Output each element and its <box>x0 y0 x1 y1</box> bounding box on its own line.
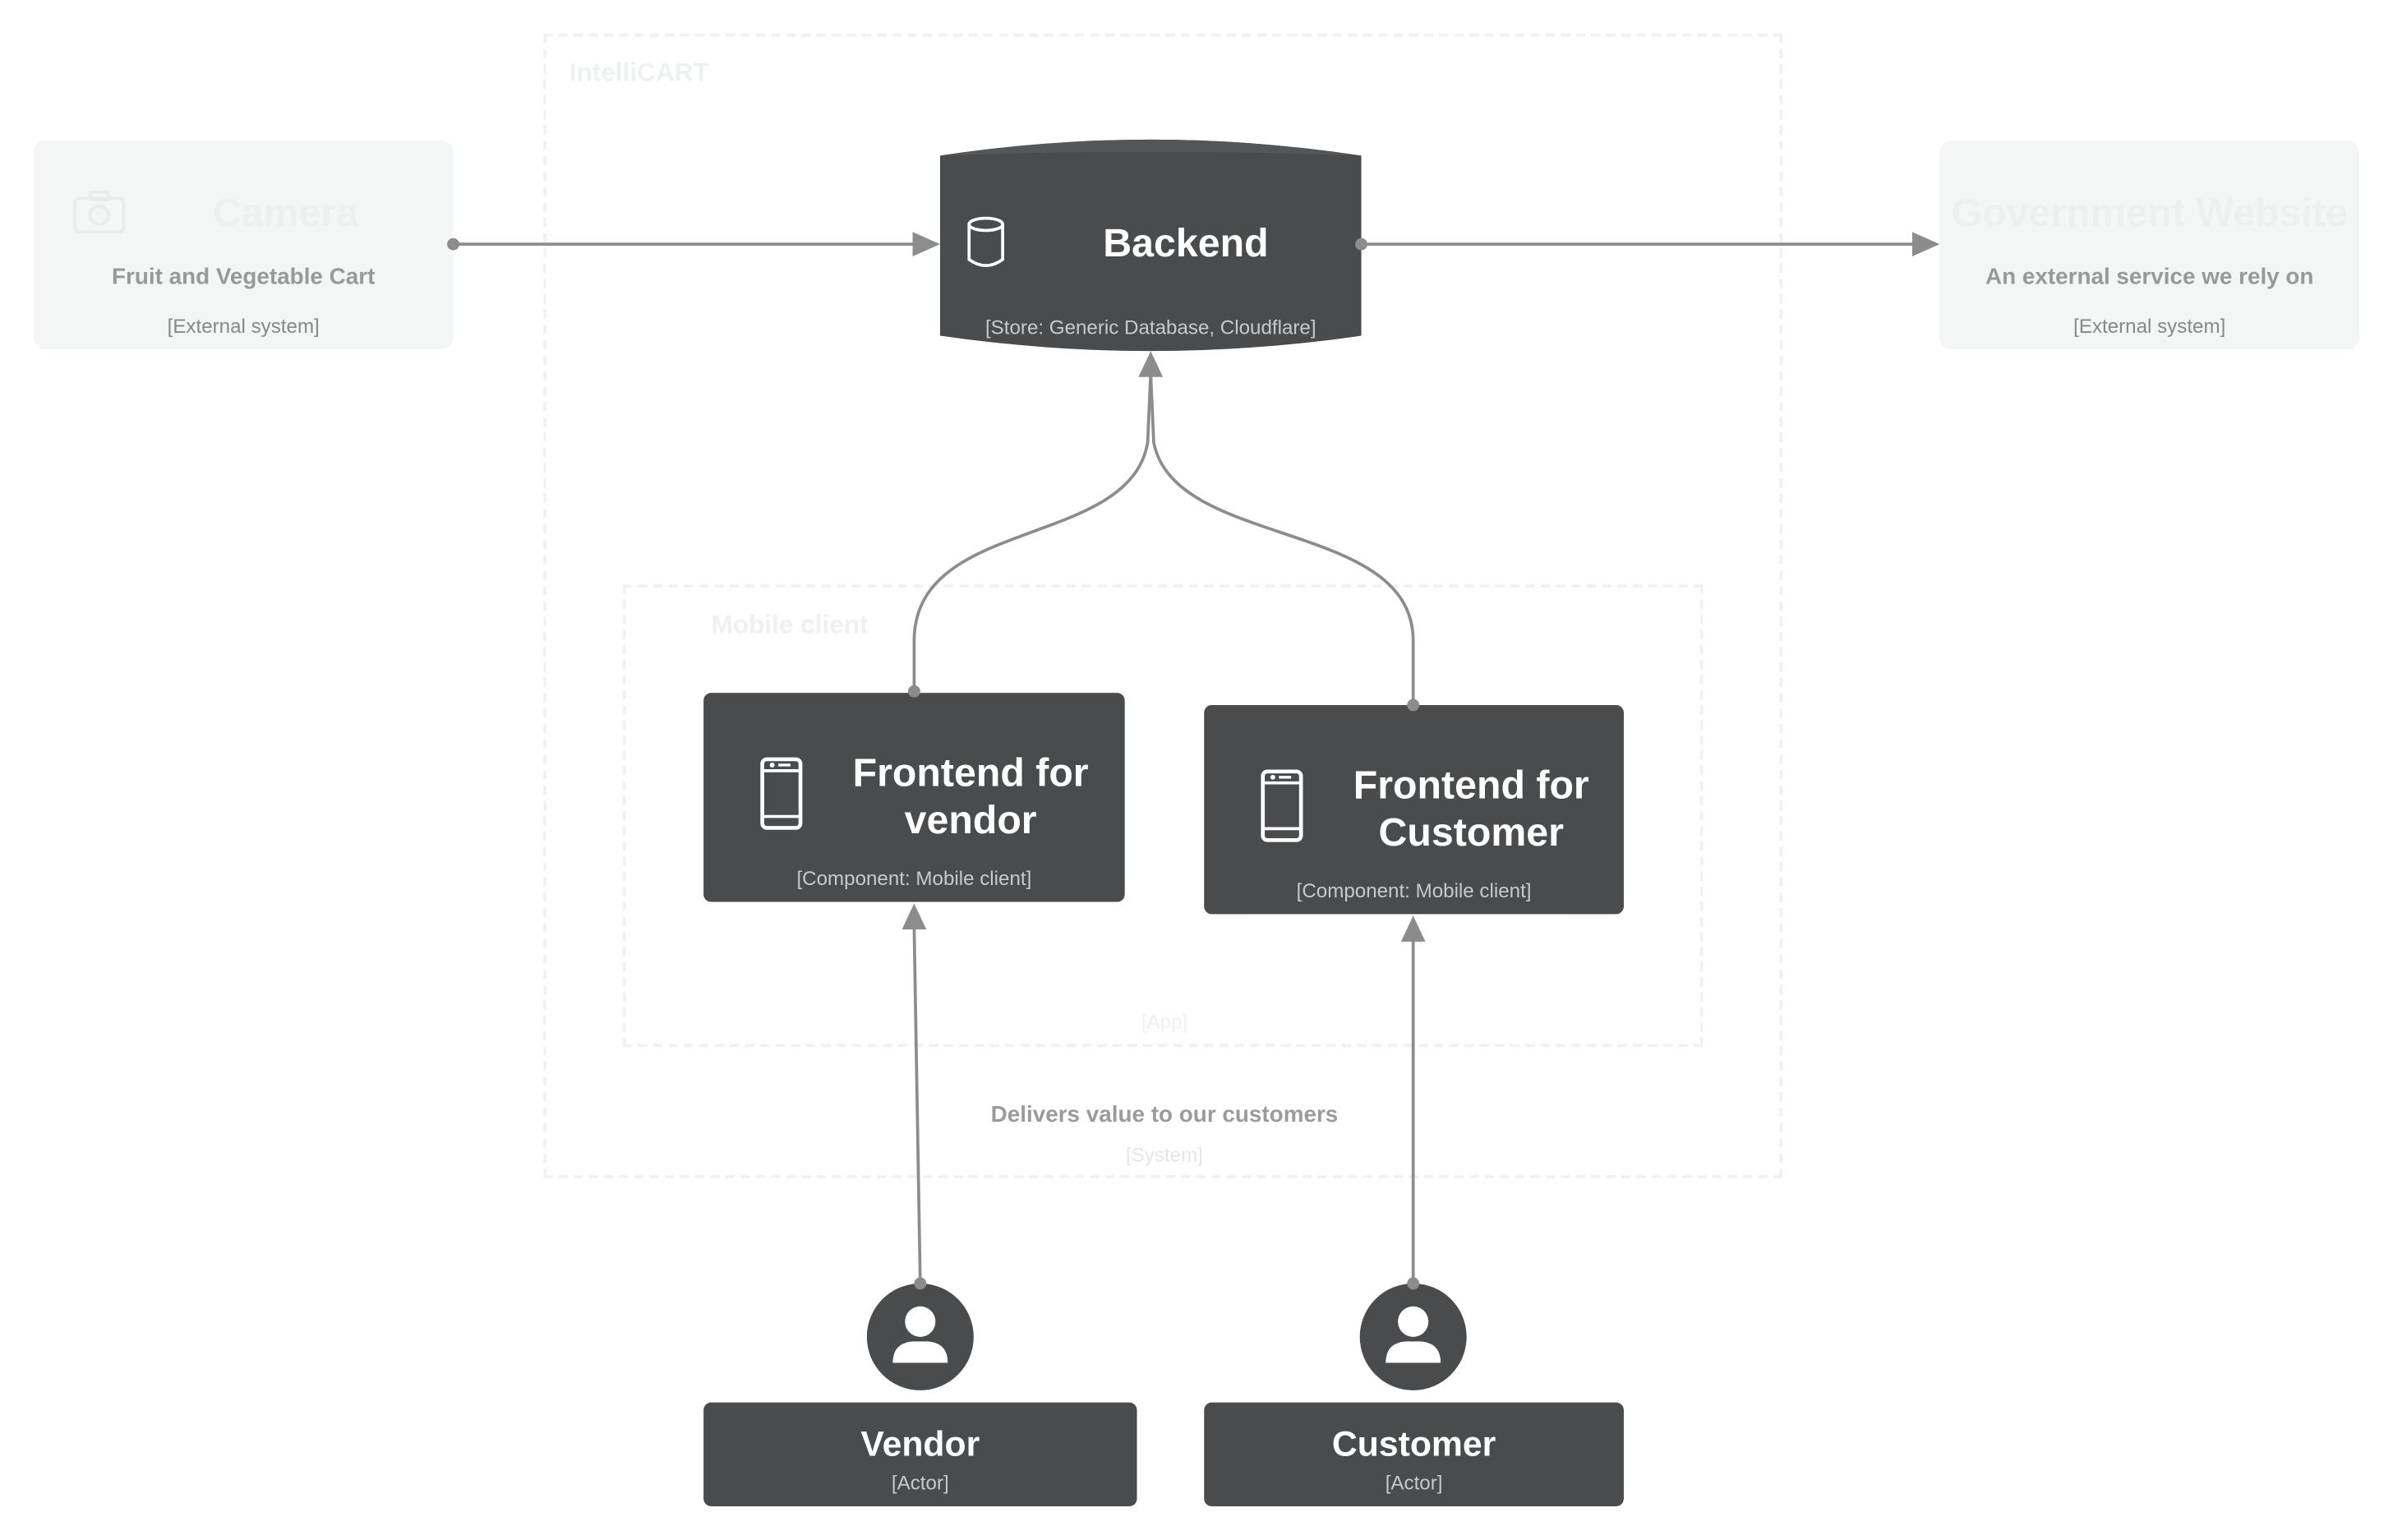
customer-title: Customer <box>1331 1423 1496 1464</box>
database-icon <box>967 216 1004 267</box>
government-title: Government Website <box>1951 189 2348 235</box>
edge-customer-frontend-to-backend <box>1149 373 1420 712</box>
system-boundary-title: IntelliCART <box>569 58 709 87</box>
government-external-system[interactable]: Government Website An external service w… <box>1939 140 2360 350</box>
mobile-phone-icon <box>1261 769 1303 842</box>
backend-store[interactable]: Backend [Store: Generic Database, Cloudf… <box>939 139 1362 353</box>
system-tag: [System] <box>1125 1142 1203 1166</box>
vendor-actor[interactable]: Vendor [Actor] <box>703 1402 1137 1506</box>
edge-camera-to-backend <box>447 232 940 256</box>
camera-external-system[interactable]: Camera Fruit and Vegetable Cart [Externa… <box>33 140 454 350</box>
backend-title: Backend <box>1103 219 1269 266</box>
customer-avatar <box>1359 1283 1467 1390</box>
system-boundary <box>543 33 1783 1178</box>
edge-vendor-frontend-to-backend <box>907 373 1153 698</box>
container-boundary <box>622 584 1704 1047</box>
camera-tag: [External system] <box>167 314 320 338</box>
camera-icon <box>73 191 126 234</box>
backend-tag: [Store: Generic Database, Cloudflare] <box>984 316 1316 339</box>
frontend-vendor-component[interactable]: Frontend for vendor [Component: Mobile c… <box>703 693 1125 902</box>
government-description: An external service we rely on <box>1985 264 2314 290</box>
vendor-title: Vendor <box>860 1423 980 1464</box>
edge-vendor-to-frontend <box>901 903 927 1290</box>
customer-tag: [Actor] <box>1385 1471 1443 1495</box>
frontend-customer-title: Frontend for Customer <box>1353 761 1589 855</box>
frontend-customer-tag: [Component: Mobile client] <box>1296 878 1532 902</box>
container-boundary-tag: [App] <box>1141 1010 1188 1034</box>
vendor-avatar <box>866 1283 974 1390</box>
mobile-phone-icon <box>760 757 803 830</box>
government-tag: [External system] <box>2073 314 2226 338</box>
frontend-customer-component[interactable]: Frontend for Customer [Component: Mobile… <box>1204 704 1624 915</box>
person-icon <box>1386 1306 1441 1363</box>
vendor-tag: [Actor] <box>891 1471 949 1495</box>
frontend-vendor-tag: [Component: Mobile client] <box>796 866 1032 890</box>
edge-backend-to-government <box>1355 232 1940 256</box>
database-shape <box>939 139 1362 352</box>
backend-arrowhead <box>1138 351 1164 377</box>
frontend-vendor-title: Frontend for vendor <box>852 749 1089 843</box>
customer-actor[interactable]: Customer [Actor] <box>1204 1402 1624 1506</box>
container-boundary-title: Mobile client <box>711 610 869 640</box>
system-description: Delivers value to our customers <box>990 1101 1339 1128</box>
person-icon <box>892 1306 948 1363</box>
edge-customer-to-frontend <box>1400 915 1426 1290</box>
camera-title: Camera <box>212 189 358 235</box>
camera-description: Fruit and Vegetable Cart <box>111 264 376 290</box>
